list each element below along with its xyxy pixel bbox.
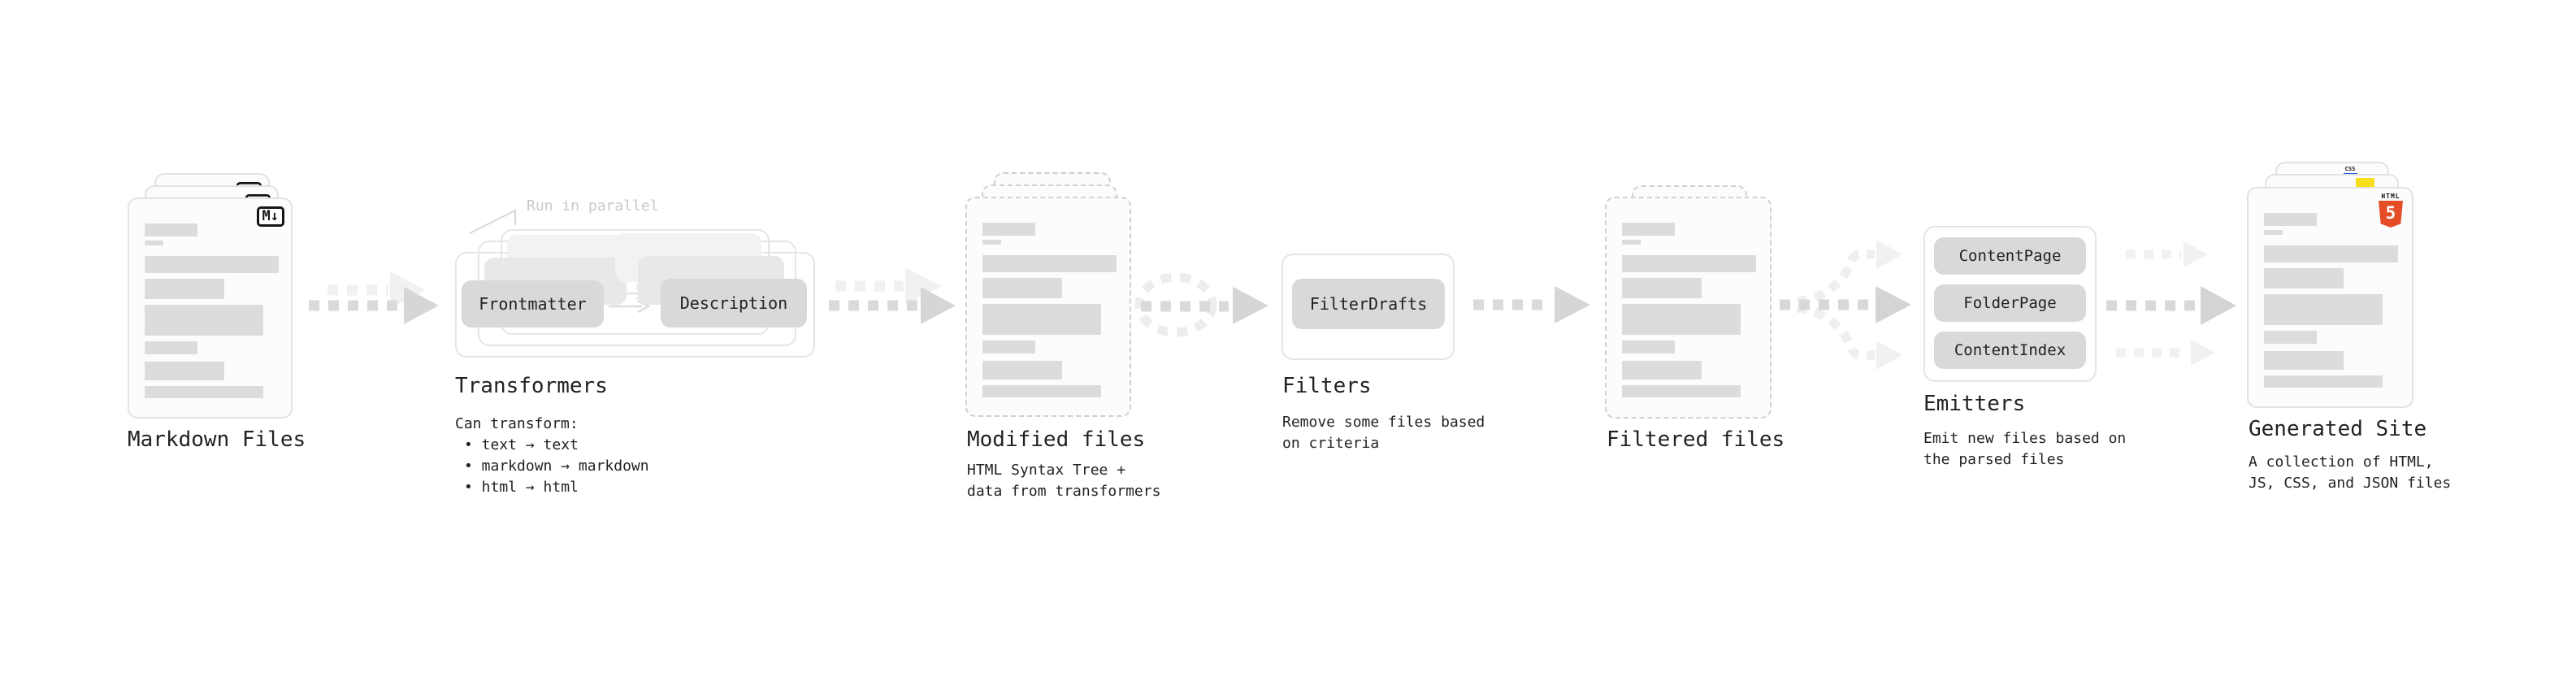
filterdrafts-filter: FilterDrafts	[1292, 279, 1445, 329]
generated-site-label: Generated Site	[2249, 417, 2427, 441]
html5-shield: 5	[2379, 201, 2403, 228]
transformers-bullet: • markdown → markdown	[464, 458, 649, 475]
file-content-skeleton	[982, 223, 1117, 397]
css-badge-text: CSS	[2344, 166, 2356, 172]
description-transformer: Description	[661, 279, 807, 327]
arrow-modified-to-filters-icon	[1134, 272, 1268, 337]
modified-files-label: Modified files	[967, 427, 1146, 452]
html5-icon: HTML 5	[2377, 193, 2405, 228]
modified-file-card-front	[965, 197, 1131, 417]
emitters-label: Emitters	[1923, 392, 2026, 416]
arrow-markdown-to-transformers-icon	[309, 271, 439, 324]
run-in-parallel-annotation: Run in parallel	[527, 197, 659, 215]
file-content-skeleton	[145, 223, 279, 398]
filtered-file-card-front	[1605, 197, 1772, 419]
site-file-card-front: HTML 5	[2247, 187, 2413, 408]
transformers-bullet: • text → text	[464, 436, 579, 453]
arrow-transformers-to-modified-icon	[829, 267, 956, 324]
html5-badge-text: HTML	[2381, 193, 2400, 200]
emitters-description: Emit new files based on the parsed files	[1923, 430, 2127, 468]
frontmatter-transformer: Frontmatter	[462, 280, 604, 327]
branch-filtered-to-emitters-icon	[1780, 240, 1911, 370]
arrows-emitters-to-site-icon	[2106, 241, 2236, 366]
transformers-description: Can transform: • text → text • markdown …	[455, 414, 649, 498]
emitters-frame	[1923, 226, 2097, 382]
filters-label: Filters	[1282, 374, 1372, 398]
markdown-files-label: Markdown Files	[128, 427, 306, 452]
filters-description: Remove some files based on criteria	[1282, 414, 1485, 452]
contentindex-emitter: ContentIndex	[1934, 332, 2086, 369]
markdown-file-card-front: M↓	[128, 197, 293, 419]
transformers-desc-title: Can transform:	[455, 415, 579, 432]
javascript-icon	[2356, 178, 2374, 189]
modified-files-description: HTML Syntax Tree + data from transformer…	[967, 462, 1161, 500]
contentpage-emitter: ContentPage	[1934, 237, 2086, 275]
filtered-files-label: Filtered files	[1607, 427, 1785, 452]
arrow-filters-to-filtered-icon	[1473, 286, 1590, 323]
transformers-bullet: • html → html	[464, 479, 579, 496]
file-content-skeleton	[1622, 223, 1756, 397]
folderpage-emitter: FolderPage	[1934, 284, 2086, 322]
transformers-label: Transformers	[455, 374, 608, 398]
markdown-icon: M↓	[256, 206, 284, 227]
file-content-skeleton	[2264, 213, 2398, 388]
generated-site-description: A collection of HTML, JS, CSS, and JSON …	[2249, 453, 2452, 492]
filters-frame	[1281, 254, 1455, 360]
